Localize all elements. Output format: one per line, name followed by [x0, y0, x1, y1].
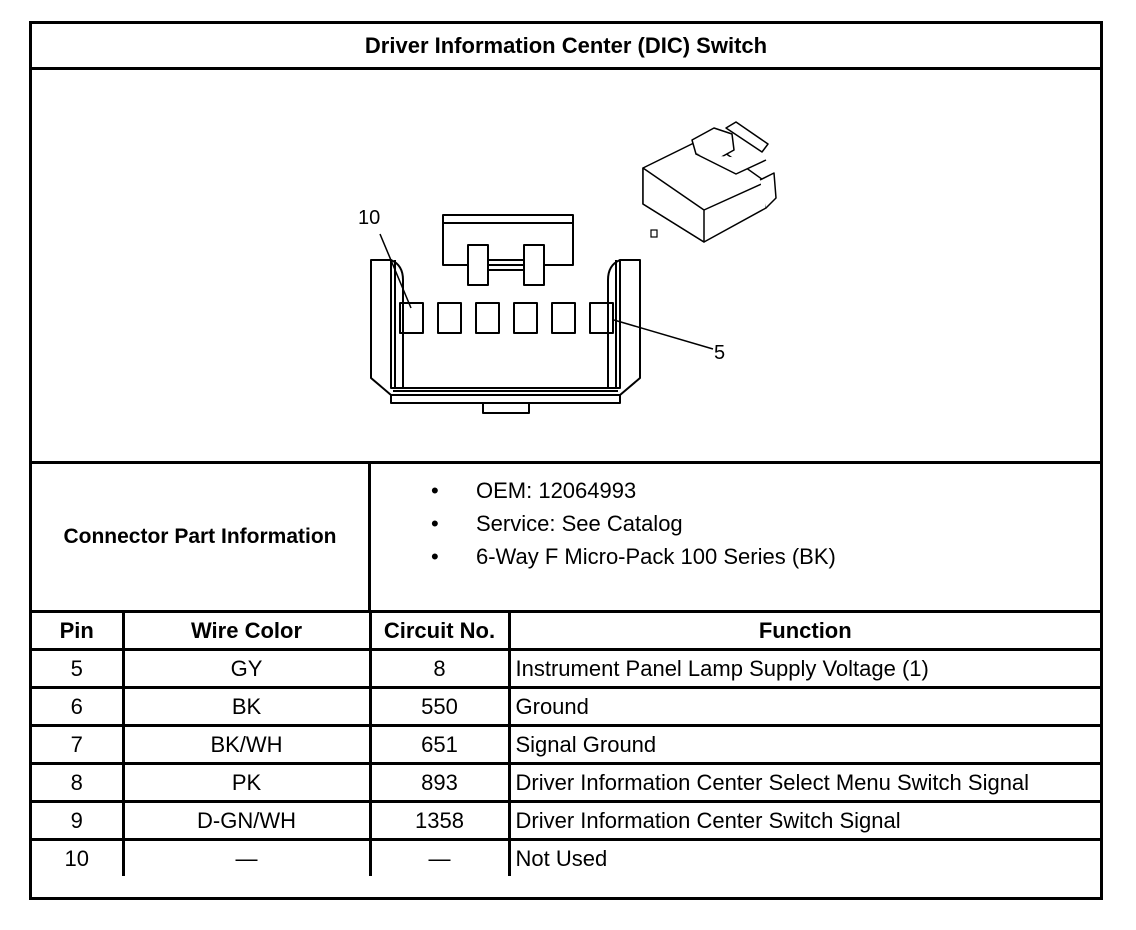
- table-row: 9 D-GN/WH 1358 Driver Information Center…: [32, 800, 1100, 841]
- cell-function: Driver Information Center Switch Signal: [507, 800, 1100, 841]
- list-item-text: 6-Way F Micro-Pack 100 Series (BK): [476, 544, 836, 569]
- cell-pin: 7: [32, 724, 125, 765]
- connector-part-info-list: • OEM: 12064993 • Service: See Catalog • 6-…: [371, 474, 836, 573]
- cell-function: Signal Ground: [507, 724, 1100, 765]
- bullet-icon: •: [431, 544, 439, 569]
- cell-circuit-no: 1358: [368, 800, 511, 841]
- table-row: 10 — — Not Used: [32, 838, 1100, 876]
- connector-face-illustration: [370, 121, 777, 414]
- list-item: • OEM: 12064993: [371, 474, 836, 507]
- cell-circuit-no: —: [368, 838, 511, 876]
- cell-function: Not Used: [507, 838, 1100, 876]
- list-item: • Service: See Catalog: [371, 507, 836, 540]
- table-header-row: Pin Wire Color Circuit No. Function: [32, 613, 1100, 651]
- cell-pin: 5: [32, 648, 125, 689]
- bullet-icon: •: [431, 478, 439, 503]
- cell-wire-color: D-GN/WH: [121, 800, 372, 841]
- cell-wire-color: BK: [121, 686, 372, 727]
- connector-document: Driver Information Center (DIC) Switch: [29, 21, 1103, 900]
- table-row: 7 BK/WH 651 Signal Ground: [32, 724, 1100, 765]
- list-item: • 6-Way F Micro-Pack 100 Series (BK): [371, 540, 836, 573]
- bullet-icon: •: [431, 511, 439, 536]
- table-row: 5 GY 8 Instrument Panel Lamp Supply Volt…: [32, 648, 1100, 689]
- cell-pin: 10: [32, 838, 125, 876]
- header-function: Function: [507, 613, 1100, 651]
- cell-circuit-no: 8: [368, 648, 511, 689]
- cell-wire-color: —: [121, 838, 372, 876]
- cell-function: Ground: [507, 686, 1100, 727]
- table-row: 6 BK 550 Ground: [32, 686, 1100, 727]
- document-title: Driver Information Center (DIC) Switch: [32, 24, 1100, 70]
- cell-function: Instrument Panel Lamp Supply Voltage (1): [507, 648, 1100, 689]
- header-pin: Pin: [32, 613, 125, 651]
- table-row: 8 PK 893 Driver Information Center Selec…: [32, 762, 1100, 803]
- cell-pin: 6: [32, 686, 125, 727]
- cell-circuit-no: 651: [368, 724, 511, 765]
- connector-diagram: 10 5: [32, 70, 1100, 464]
- cell-wire-color: BK/WH: [121, 724, 372, 765]
- header-circuit-no: Circuit No.: [368, 613, 511, 651]
- cell-pin: 8: [32, 762, 125, 803]
- list-item-text: Service: See Catalog: [476, 511, 683, 536]
- header-wire-color: Wire Color: [121, 613, 372, 651]
- cell-wire-color: GY: [121, 648, 372, 689]
- pinout-table: Pin Wire Color Circuit No. Function 5 GY…: [32, 613, 1100, 876]
- cell-circuit-no: 550: [368, 686, 511, 727]
- cell-wire-color: PK: [121, 762, 372, 803]
- pin-5-callout: 5: [714, 342, 726, 364]
- cell-pin: 9: [32, 800, 125, 841]
- list-item-text: OEM: 12064993: [476, 478, 637, 503]
- pin-10-callout: 10: [358, 207, 381, 229]
- connector-part-info-section: Connector Part Information • OEM: 1206499…: [32, 464, 1100, 613]
- cell-function: Driver Information Center Select Menu Sw…: [507, 762, 1100, 803]
- connector-part-info-label: Connector Part Information: [32, 464, 371, 610]
- cell-circuit-no: 893: [368, 762, 511, 803]
